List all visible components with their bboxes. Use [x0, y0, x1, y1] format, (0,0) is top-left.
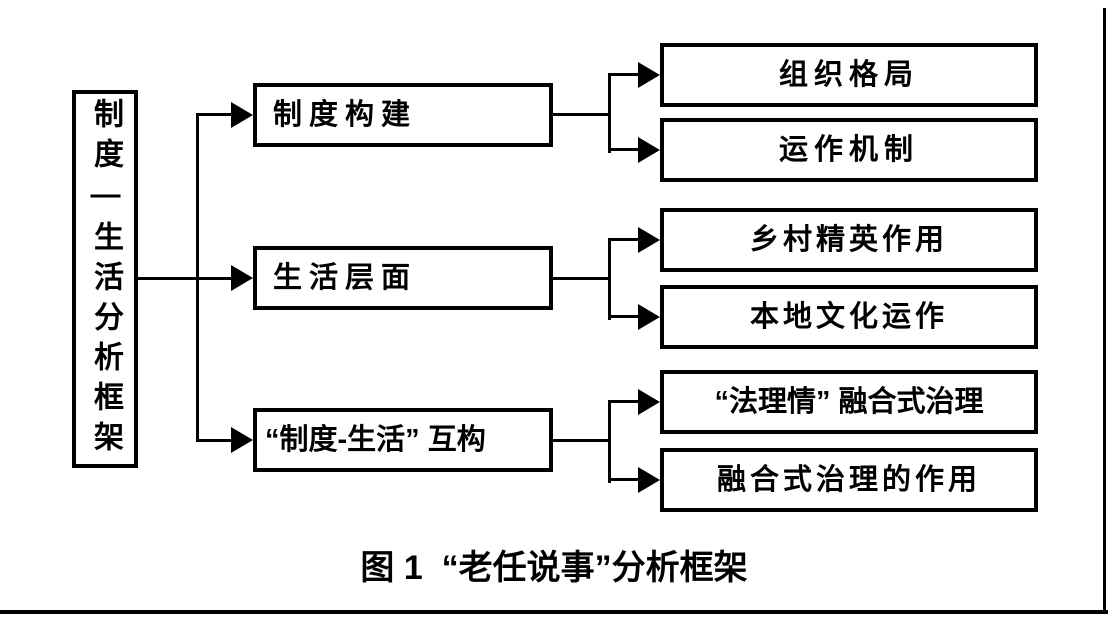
- node-institution-life-framework: 制度—生活分析框架: [72, 90, 138, 468]
- arrowhead-right-icon: [231, 427, 253, 453]
- arrowhead-right-icon: [638, 62, 660, 88]
- node-integrated-governance-role: 融合式治理的作用: [660, 448, 1038, 512]
- connector-line: [196, 277, 234, 280]
- connector-line: [608, 478, 640, 481]
- connector-line: [608, 238, 611, 320]
- node-law-reason-emotion-integrated-governance: “法理情” 融合式治理: [660, 370, 1038, 434]
- arrowhead-right-icon: [638, 304, 660, 330]
- branch-node-label: “制度-生活” 互构: [265, 423, 486, 456]
- leaf-node-label: 乡村精英作用: [749, 223, 948, 256]
- leaf-node-label: “法理情” 融合式治理: [714, 385, 984, 418]
- connector-line: [608, 73, 611, 153]
- branch-node-label: 制度构建: [273, 98, 418, 131]
- connector-line: [608, 148, 640, 151]
- arrowhead-right-icon: [638, 467, 660, 493]
- arrowhead-right-icon: [638, 137, 660, 163]
- right-rule: [1103, 8, 1106, 614]
- node-operation-mechanism: 运作机制: [660, 118, 1038, 182]
- connector-line: [196, 113, 234, 116]
- node-life-level: 生活层面: [253, 246, 553, 310]
- arrowhead-right-icon: [231, 102, 253, 128]
- node-local-culture-operation: 本地文化运作: [660, 285, 1038, 349]
- branch-node-label: 生活层面: [273, 261, 418, 294]
- connector-line: [135, 277, 199, 280]
- root-node-label: 制度—生活分析框架: [89, 97, 122, 461]
- connector-line: [608, 315, 640, 318]
- node-institution-construction: 制度构建: [253, 83, 553, 147]
- bottom-rule: [0, 610, 1108, 614]
- arrowhead-right-icon: [231, 265, 253, 291]
- connector-line: [196, 439, 234, 442]
- leaf-node-label: 本地文化运作: [749, 300, 948, 333]
- figure-caption: 图 1 “老任说事”分析框架: [360, 549, 748, 587]
- node-rural-elite-role: 乡村精英作用: [660, 208, 1038, 272]
- connector-line: [551, 277, 610, 280]
- leaf-node-label: 组织格局: [778, 58, 919, 91]
- leaf-node-label: 运作机制: [778, 133, 919, 166]
- arrowhead-right-icon: [638, 227, 660, 253]
- node-institution-life-mutual-construction: “制度-生活” 互构: [253, 408, 553, 472]
- connector-line: [551, 439, 610, 442]
- arrowhead-right-icon: [638, 389, 660, 415]
- leaf-node-label: 融合式治理的作用: [716, 463, 981, 496]
- connector-line: [608, 73, 640, 76]
- connector-line: [608, 400, 640, 403]
- connector-line: [608, 400, 611, 483]
- connector-line: [608, 238, 640, 241]
- connector-line: [551, 113, 610, 116]
- node-organization-pattern: 组织格局: [660, 43, 1038, 107]
